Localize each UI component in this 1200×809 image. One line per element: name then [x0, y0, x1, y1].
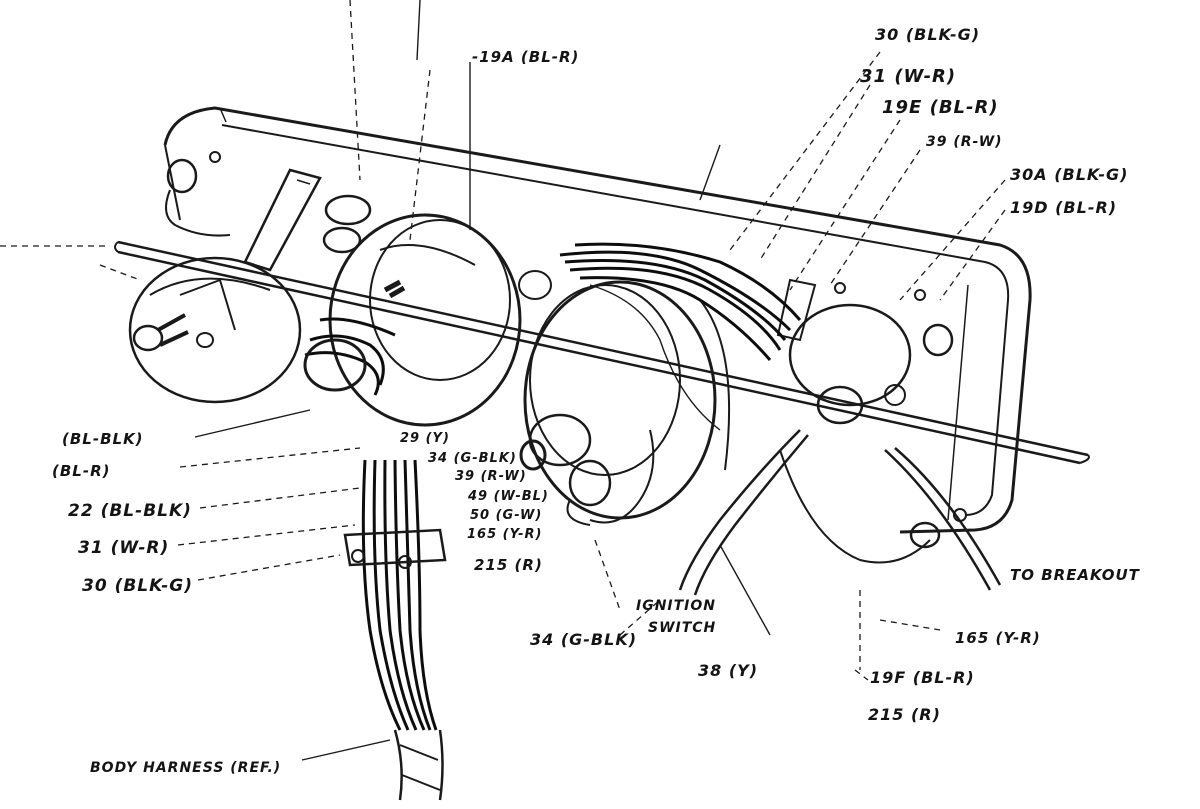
label-34-g-blk: 34 (G-BLK) — [428, 451, 517, 466]
label-50-g-w: 50 (G-W) — [470, 508, 542, 523]
label-30a-blk-g: 30A (BLK-G) — [1010, 165, 1128, 184]
wire-labels: 30 (BLK-G) 31 (W-R) -19A (BL-R) 19E (BL-… — [52, 25, 1141, 776]
label-body-harness: BODY HARNESS (REF.) — [90, 760, 281, 776]
label-19e-bl-r: 19E (BL-R) — [882, 97, 999, 118]
label-38-y: 38 (Y) — [698, 661, 758, 680]
left-connector-cluster — [303, 317, 396, 396]
label-31-w-r: 31 (W-R) — [78, 538, 169, 558]
left-gauge — [128, 256, 302, 404]
label-bl-blk: (BL-BLK) — [62, 430, 144, 448]
body-harness-bundle — [343, 459, 447, 801]
label-31-w-r-top: 31 (W-R) — [860, 66, 956, 87]
cluster-housing — [163, 106, 1032, 534]
breakout-wires — [566, 429, 1002, 596]
label-29-y: 29 (Y) — [400, 431, 450, 446]
label-to-breakout: TO BREAKOUT — [1010, 566, 1141, 584]
mounting-rod — [114, 240, 1090, 465]
label-39-r-w-top: 39 (R-W) — [926, 134, 1003, 150]
label-165-y-r: 165 (Y-R) — [467, 527, 542, 542]
label-19f-bl-r: 19F (BL-R) — [870, 668, 975, 687]
left-bracket — [243, 168, 322, 272]
label-165-y-r-bottom: 165 (Y-R) — [955, 629, 1041, 647]
label-bl-r: (BL-R) — [52, 462, 110, 480]
label-switch: SWITCH — [648, 620, 716, 636]
label-49-w-bl: 49 (W-BL) — [467, 489, 549, 504]
label-ignition: IGNITION — [636, 598, 716, 614]
label-215-r: 215 (R) — [474, 556, 543, 574]
label-30-blk-g-top: 30 (BLK-G) — [875, 25, 980, 44]
label-19a-bl-r: -19A (BL-R) — [472, 48, 579, 66]
right-gauge — [518, 270, 731, 520]
label-215-r-bottom: 215 (R) — [868, 705, 941, 724]
label-30-blk-g: 30 (BLK-G) — [82, 576, 193, 596]
label-19d-bl-r: 19D (BL-R) — [1010, 198, 1117, 217]
left-bulb-socket — [165, 151, 231, 237]
leader-lines — [0, 0, 1006, 761]
label-39-r-w: 39 (R-W) — [455, 469, 527, 484]
label-22-bl-blk: 22 (BL-BLK) — [68, 501, 192, 521]
upper-wire-bundle — [559, 242, 802, 431]
center-gauge — [322, 194, 522, 427]
label-34-g-blk-bottom: 34 (G-BLK) — [530, 630, 637, 649]
